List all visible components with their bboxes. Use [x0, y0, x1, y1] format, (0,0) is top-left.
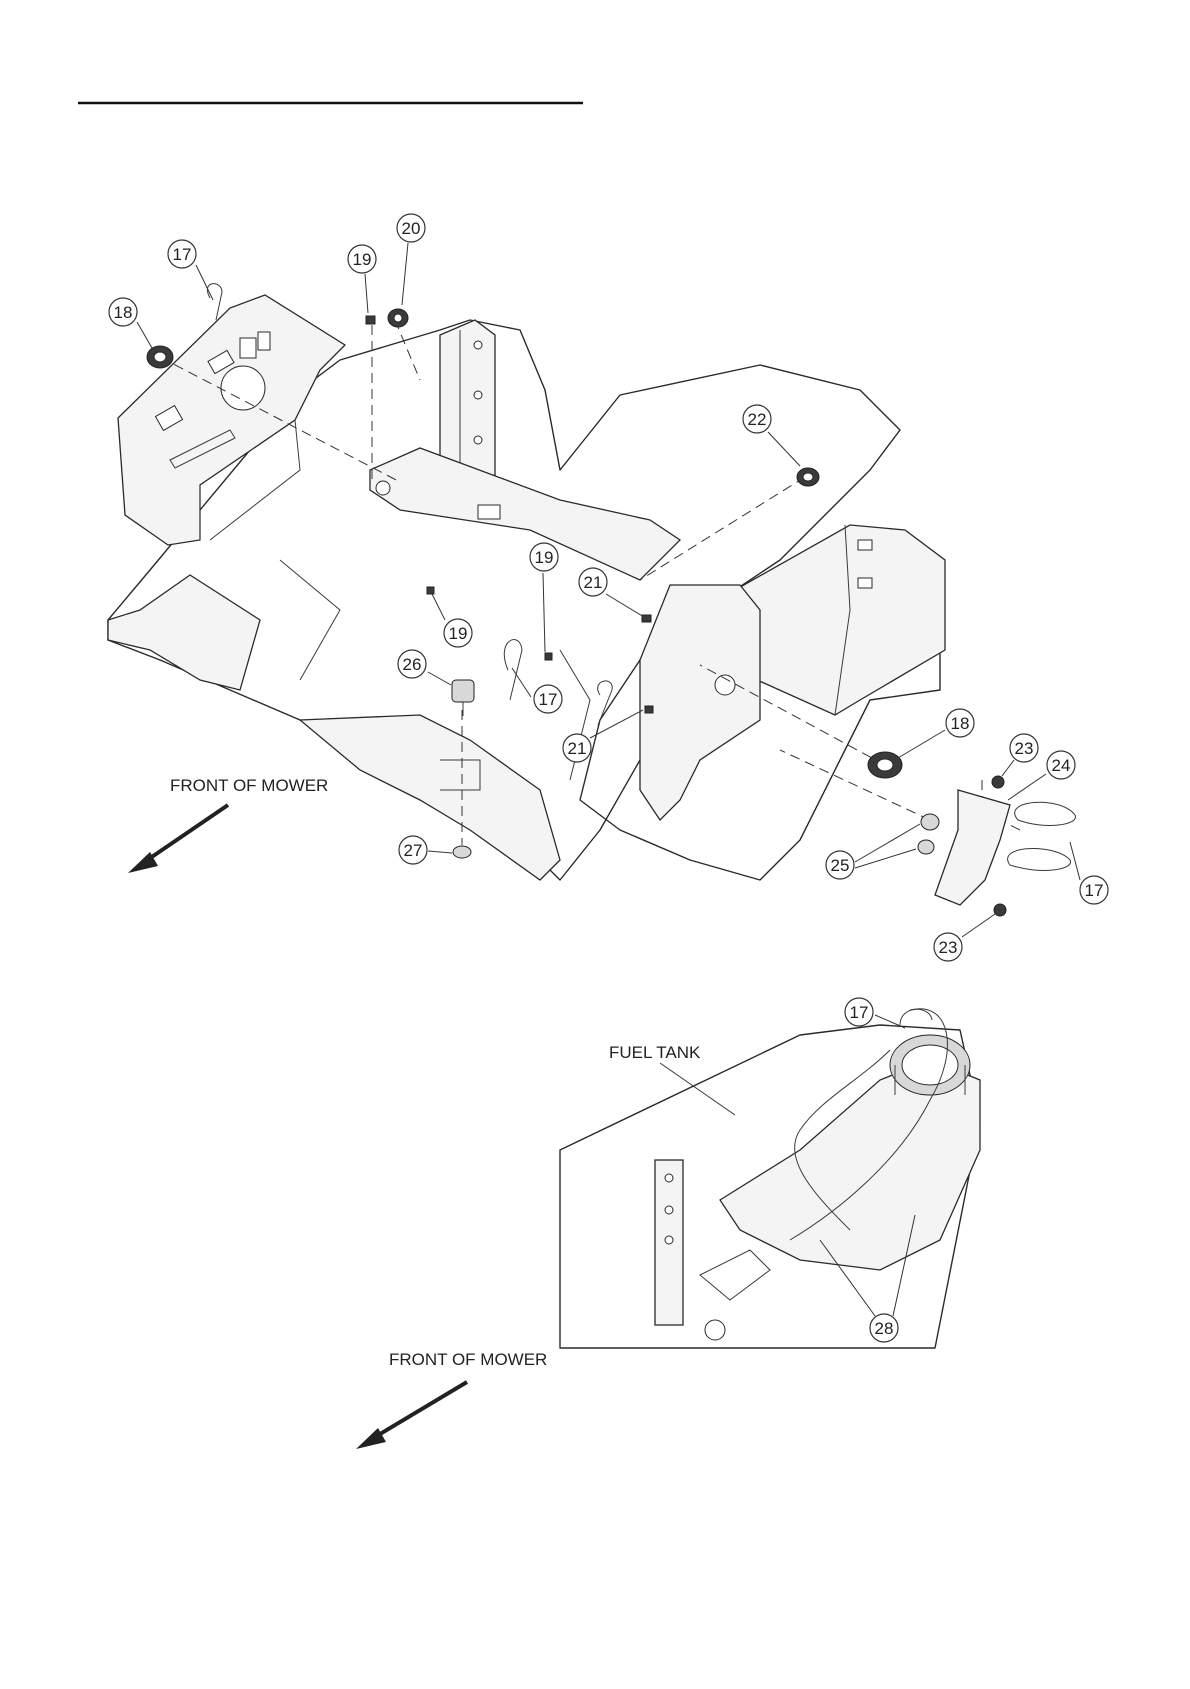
- front-arrow-bottom: [370, 1382, 467, 1440]
- top-callout-number-24: 24: [1052, 756, 1071, 775]
- front-arrow-top: [140, 805, 228, 865]
- top-callout-number-18: 18: [951, 714, 970, 733]
- top-callout-number-23: 23: [1015, 739, 1034, 758]
- battery-tray: [735, 525, 945, 715]
- bumper-26: [452, 680, 474, 702]
- explode-line-24: [780, 750, 930, 820]
- screw-21-bottom: [645, 706, 653, 713]
- right-frame-panel: [640, 585, 760, 820]
- top-callout-number-18: 18: [114, 303, 133, 322]
- cable-tie-17-top: [207, 284, 222, 320]
- screw-19-mid: [427, 587, 434, 594]
- top-callout-number-19: 19: [449, 624, 468, 643]
- top-callout-number-19: 19: [353, 250, 372, 269]
- top-callout-number-27: 27: [404, 841, 423, 860]
- cable-tie-17-detail: [900, 1009, 932, 1025]
- top-callout-number-17: 17: [1085, 881, 1104, 900]
- front-rail: [300, 715, 560, 880]
- top-callout-number-17: 17: [173, 245, 192, 264]
- top-callout-number-20: 20: [402, 219, 421, 238]
- top-callout-number-22: 22: [748, 410, 767, 429]
- top-callout-number-21: 21: [584, 573, 603, 592]
- bushing-25-a: [921, 814, 939, 830]
- dash-console-panel: [118, 295, 345, 545]
- front-of-mower-label-bottom: FRONT OF MOWER: [389, 1350, 547, 1369]
- cable-tie-17-mid2: [598, 681, 613, 725]
- front-of-mower-label-top: FRONT OF MOWER: [170, 776, 328, 795]
- screw-19-top: [366, 316, 375, 324]
- nut-23-bottom: [994, 904, 1006, 916]
- fuel-tank-detail-drawing: FUEL TANK FRONT OF MOWER: [356, 1009, 980, 1449]
- detail-callout-number-17: 17: [850, 1003, 869, 1022]
- top-callout-number-19: 19: [535, 548, 554, 567]
- top-callout-number-23: 23: [939, 938, 958, 957]
- bushing-25-b: [918, 840, 934, 854]
- top-callout-number-25: 25: [831, 856, 850, 875]
- top-callout-number-21: 21: [568, 739, 587, 758]
- cable-tie-17-right-a: [1015, 802, 1076, 825]
- top-callout-number-26: 26: [403, 655, 422, 674]
- top-callout-number-17: 17: [539, 690, 558, 709]
- nut-23-top: [992, 776, 1004, 788]
- explode-line-20: [395, 320, 420, 380]
- cable-tie-17-right-b: [1008, 849, 1071, 871]
- fuel-tank-label: FUEL TANK: [609, 1043, 701, 1062]
- screw-19-right: [545, 653, 552, 660]
- cross-tube: [370, 448, 680, 580]
- detail-callout-number-28: 28: [875, 1319, 894, 1338]
- nut-27: [453, 846, 471, 858]
- fuel-tank-bracket-24: [935, 790, 1010, 905]
